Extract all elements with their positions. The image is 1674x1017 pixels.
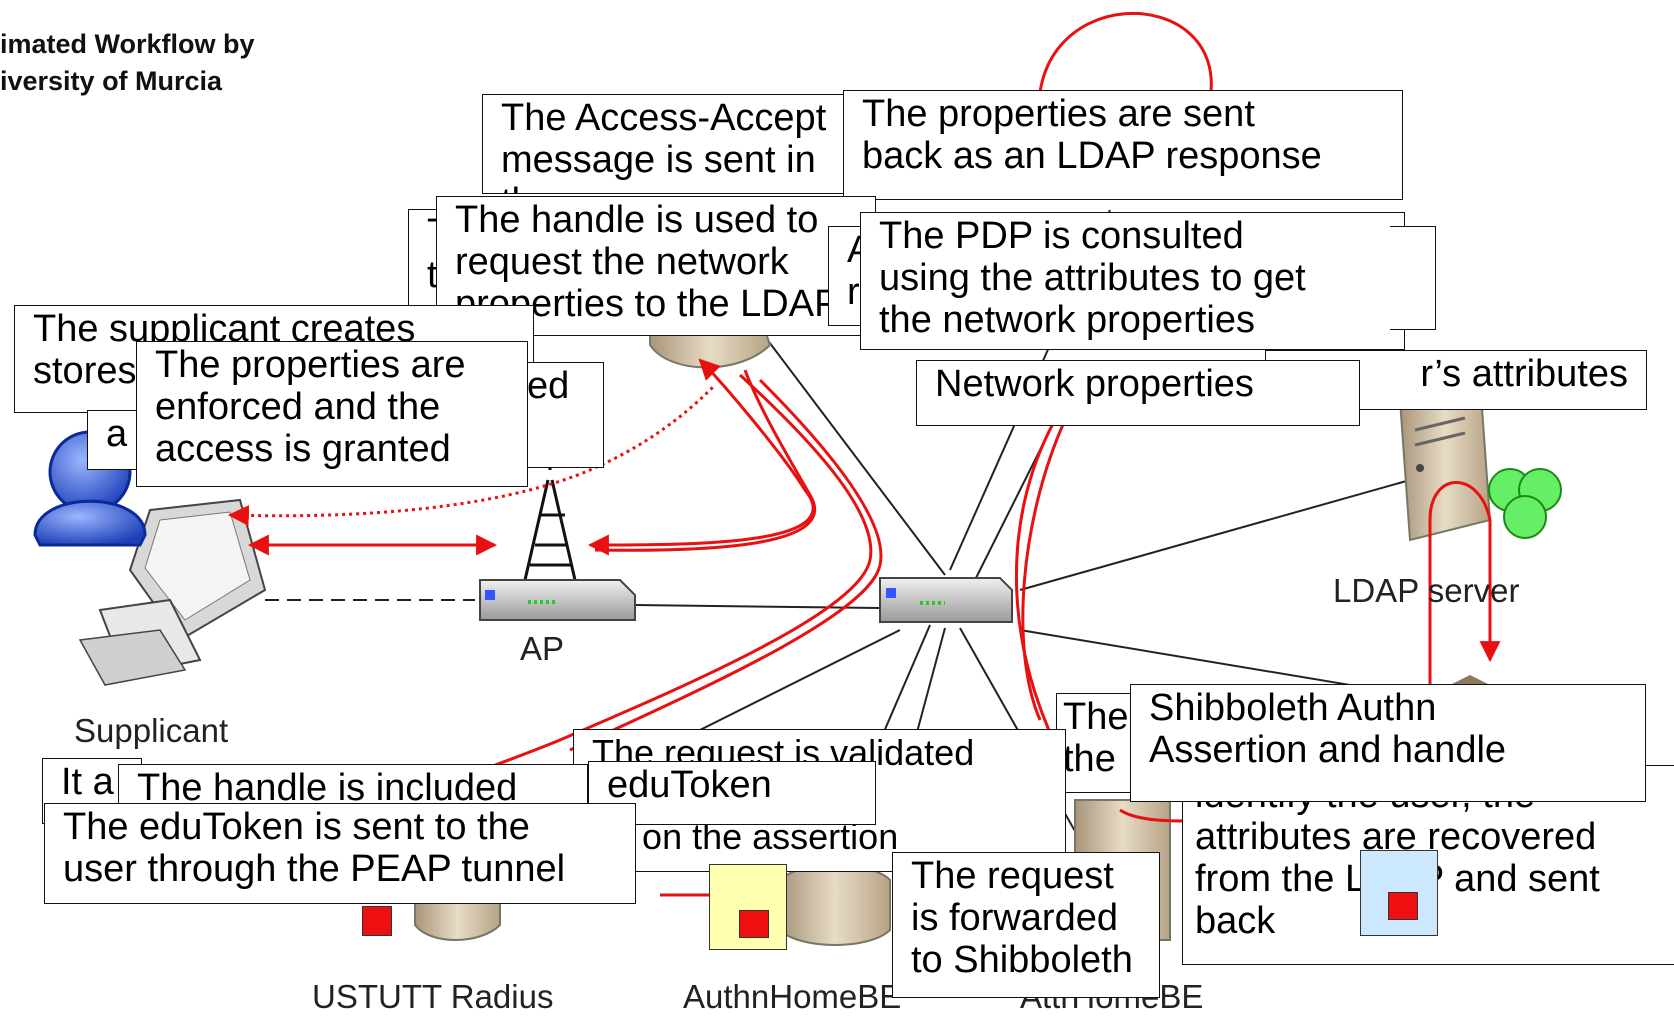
callout-partial-the: The the (1056, 693, 1136, 793)
ap-node (479, 440, 636, 621)
supplicant-monitor (78, 498, 267, 686)
red-token-attr (1388, 892, 1418, 920)
arrow-access-granted (227, 383, 717, 527)
red-token-authn (739, 910, 769, 938)
arrow-proxy-ap-2 (594, 369, 817, 552)
callout-edutoken: eduToken (588, 761, 876, 825)
arrow-proxy-radius-2 (569, 378, 883, 752)
green-attribute-cluster (1488, 468, 1562, 539)
yellow-token-box (709, 864, 787, 950)
ap-device (479, 579, 636, 621)
arrow-ap-proxy (587, 358, 815, 556)
link-switch-ldap (1019, 479, 1411, 591)
callout-request-forwarded: The request is forwarded to Shibboleth (892, 852, 1160, 998)
callout-edutoken-sent: The eduToken is sent to the user through… (44, 803, 636, 904)
red-loop-top (1037, 12, 1213, 131)
callout-edge (1390, 226, 1436, 330)
arrow-pdp-switch-2 (1021, 419, 1067, 721)
callout-enforced-granted: The properties are enforced and the acce… (136, 341, 528, 487)
callout-access-accept: The Access-Accept message is sent in the… (482, 94, 902, 194)
label-ldap-server: LDAP server (1333, 572, 1520, 609)
central-switch (879, 577, 1013, 623)
arrow-ldap-shib (1428, 481, 1501, 770)
red-token-radius (362, 906, 392, 936)
callout-pdp-consulted: The PDP is consulted using the attribute… (860, 212, 1405, 350)
label-authn: AuthnHomeBE (683, 978, 902, 1015)
diagram-heading: imated Workflow by iversity of Murcia (0, 29, 255, 96)
label-ap: AP (520, 630, 565, 667)
label-supplicant: Supplicant (74, 712, 229, 749)
callout-properties-sent-back: The properties are sent back as an LDAP … (843, 90, 1403, 200)
callout-shibboleth-assertion: Shibboleth Authn Assertion and handle (1130, 684, 1646, 802)
authn-server (779, 864, 891, 946)
link-ap-switch (629, 604, 881, 609)
label-radius: USTUTT Radius (312, 978, 554, 1015)
callout-network-properties: Network properties (916, 360, 1360, 426)
link-switch-proxy (759, 329, 946, 576)
